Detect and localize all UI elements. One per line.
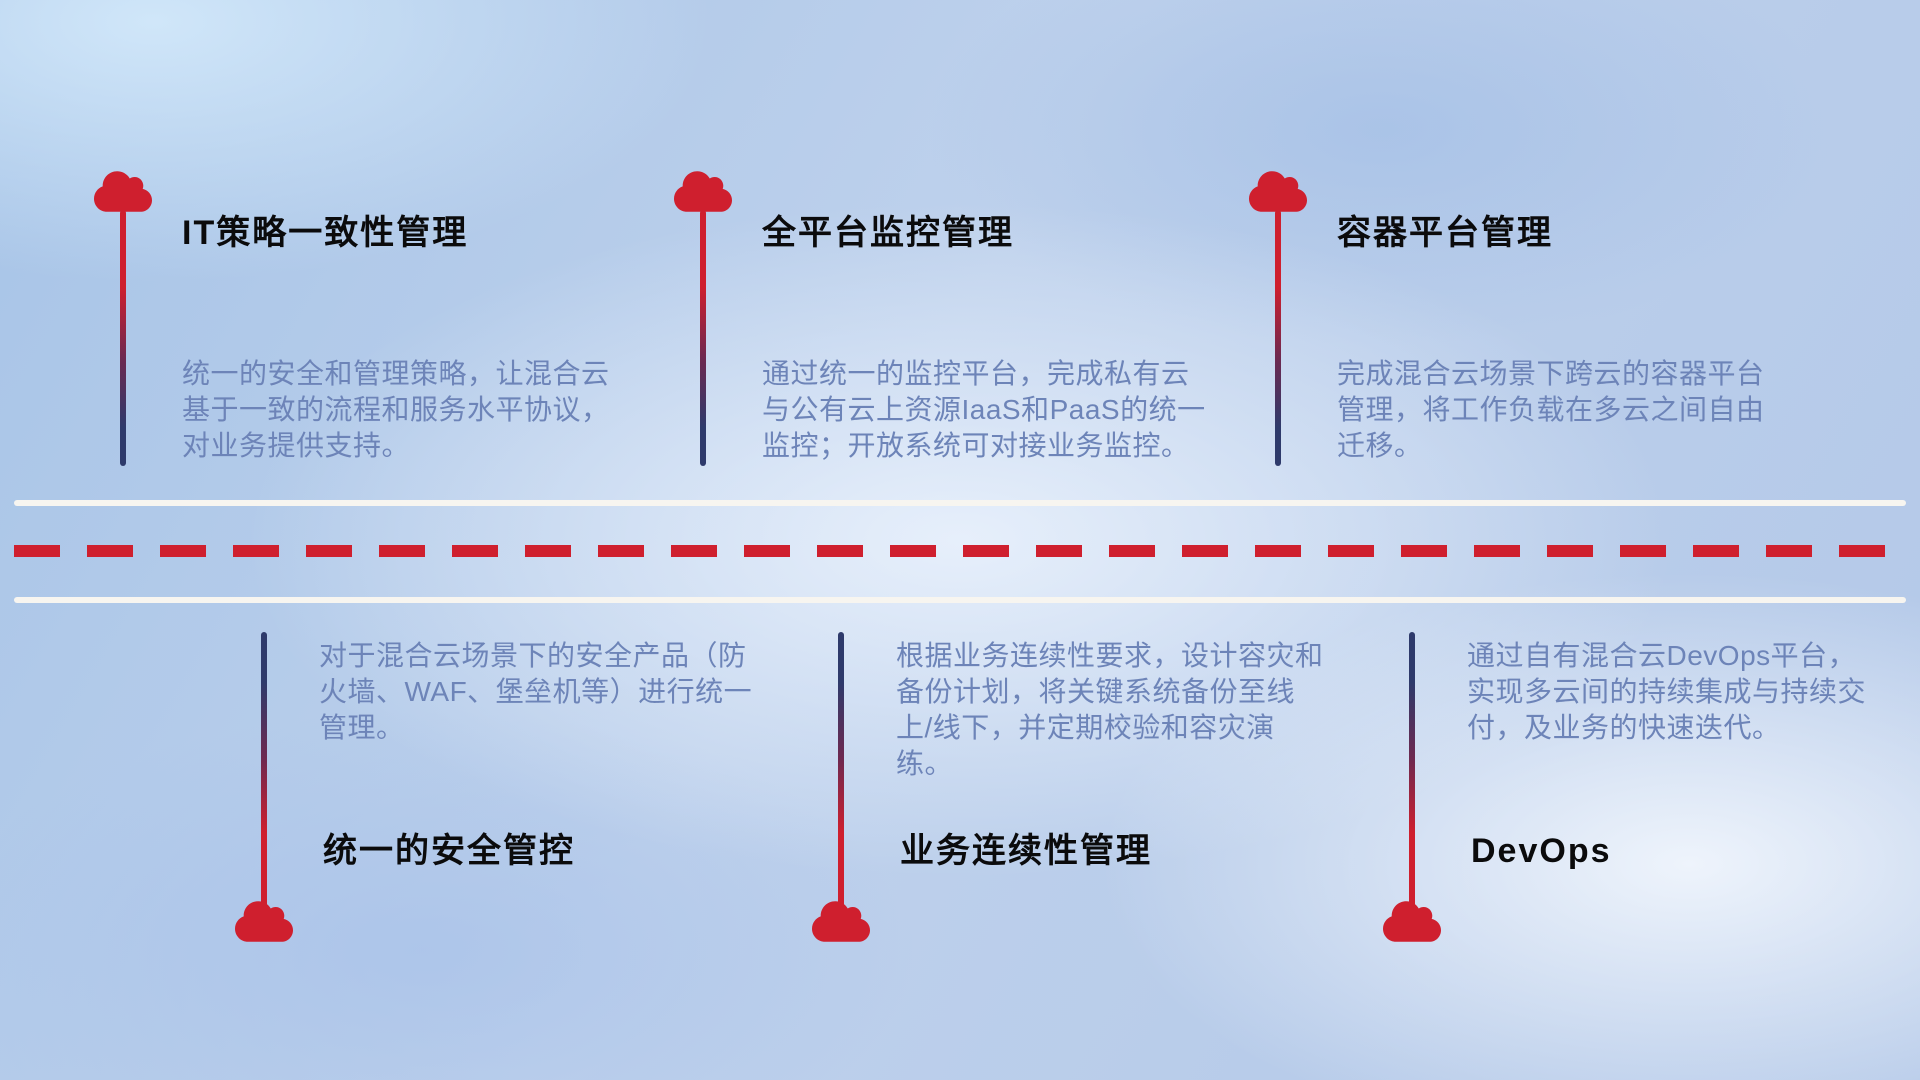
road-line-top <box>14 500 1906 506</box>
timeline-item-business-continuity: 根据业务连续性要求，设计容灾和备份计划，将关键系统备份至线上/线下，并定期校验和… <box>812 630 1372 960</box>
item-title: 统一的安全管控 <box>323 832 575 870</box>
item-description: 通过统一的监控平台，完成私有云与公有云上资源IaaS和PaaS的统一监控；开放系… <box>762 358 1206 461</box>
cloud-icon <box>94 171 152 212</box>
item-description: 根据业务连续性要求，设计容灾和备份计划，将关键系统备份至线上/线下，并定期校验和… <box>896 640 1324 779</box>
cloud-icon <box>235 901 293 942</box>
connector-line <box>1275 210 1281 466</box>
item-description: 通过自有混合云DevOps平台，实现多云间的持续集成与持续交付，及业务的快速迭代… <box>1467 640 1867 743</box>
item-title: 业务连续性管理 <box>900 832 1152 870</box>
item-title: 容器平台管理 <box>1337 214 1553 252</box>
item-title: 全平台监控管理 <box>762 214 1014 252</box>
timeline-item-devops: 通过自有混合云DevOps平台，实现多云间的持续集成与持续交付，及业务的快速迭代… <box>1383 630 1920 960</box>
connector-line <box>700 210 706 466</box>
cloud-icon <box>812 901 870 942</box>
item-description: 统一的安全和管理策略，让混合云基于一致的流程和服务水平协议，对业务提供支持。 <box>182 358 610 461</box>
road-line-bottom <box>14 597 1906 603</box>
timeline-item-monitoring: 全平台监控管理 通过统一的监控平台，完成私有云与公有云上资源IaaS和PaaS的… <box>674 168 1234 488</box>
connector-line <box>1409 632 1415 912</box>
item-description: 完成混合云场景下跨云的容器平台管理，将工作负载在多云之间自由迁移。 <box>1337 358 1765 461</box>
timeline-item-security-control: 对于混合云场景下的安全产品（防火墙、WAF、堡垒机等）进行统一管理。 统一的安全… <box>235 630 795 960</box>
connector-line <box>838 632 844 912</box>
cloud-icon <box>674 171 732 212</box>
road-center-dashes <box>14 545 1906 557</box>
timeline-item-it-policy: IT策略一致性管理 统一的安全和管理策略，让混合云基于一致的流程和服务水平协议，… <box>94 168 654 488</box>
timeline-item-container-platform: 容器平台管理 完成混合云场景下跨云的容器平台管理，将工作负载在多云之间自由迁移。 <box>1249 168 1809 488</box>
item-title: IT策略一致性管理 <box>182 214 469 252</box>
cloud-icon <box>1249 171 1307 212</box>
item-description: 对于混合云场景下的安全产品（防火墙、WAF、堡垒机等）进行统一管理。 <box>319 640 753 743</box>
cloud-icon <box>1383 901 1441 942</box>
connector-line <box>120 210 126 466</box>
item-title: DevOps <box>1471 832 1612 870</box>
connector-line <box>261 632 267 912</box>
